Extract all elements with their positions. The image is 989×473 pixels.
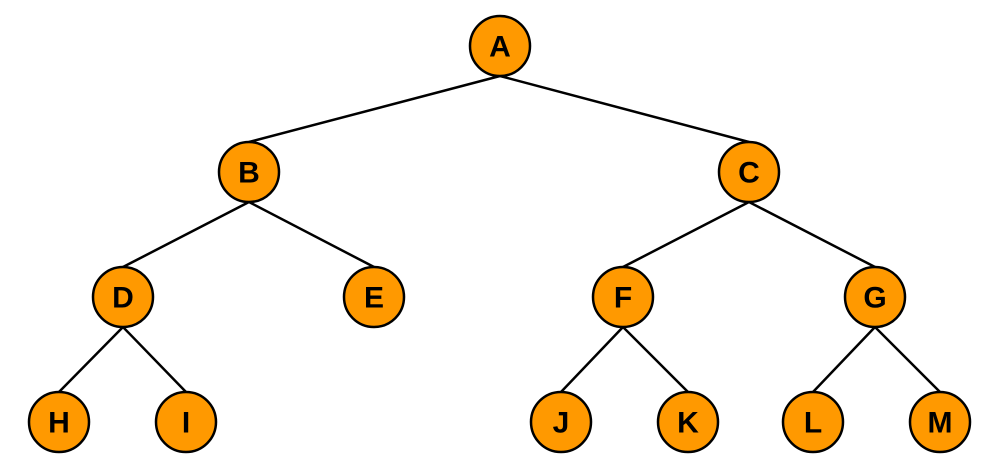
node-circle-k — [656, 390, 720, 454]
edge-d-i — [122, 326, 187, 393]
edge-c-f — [622, 200, 750, 269]
edge-f-j — [560, 326, 624, 393]
node-label-g: G — [863, 282, 886, 315]
tree-nodes: A B C D E F G H I J K L M — [27, 14, 972, 454]
node-circle-m — [908, 390, 972, 454]
node-circle-l — [781, 390, 845, 454]
node-label-l: L — [804, 407, 822, 440]
node-circle-d — [91, 265, 155, 329]
tree-node-b: B — [217, 140, 281, 204]
node-label-k: K — [677, 407, 699, 440]
tree-node-i: I — [154, 390, 218, 454]
node-label-h: H — [48, 407, 70, 440]
node-circle-f — [591, 265, 655, 329]
tree-node-g: G — [843, 265, 907, 329]
node-label-i: I — [182, 407, 190, 440]
node-circle-i — [154, 390, 218, 454]
node-label-d: D — [112, 282, 134, 315]
edge-g-m — [874, 326, 941, 393]
tree-node-k: K — [656, 390, 720, 454]
tree-node-h: H — [27, 390, 91, 454]
tree-node-e: E — [342, 265, 406, 329]
edge-b-e — [248, 200, 375, 269]
tree-edges — [58, 74, 941, 393]
node-label-m: M — [928, 407, 953, 440]
node-label-c: C — [738, 157, 760, 190]
tree-node-m: M — [908, 390, 972, 454]
node-label-f: F — [614, 282, 632, 315]
node-circle-h — [27, 390, 91, 454]
edge-a-c — [499, 74, 750, 144]
node-circle-g — [843, 265, 907, 329]
edge-b-d — [122, 200, 250, 269]
edge-f-k — [622, 326, 689, 393]
node-circle-e — [342, 265, 406, 329]
node-circle-a — [468, 14, 532, 78]
node-label-a: A — [489, 31, 511, 64]
tree-node-j: J — [529, 390, 593, 454]
tree-node-d: D — [91, 265, 155, 329]
tree-node-l: L — [781, 390, 845, 454]
node-label-e: E — [364, 282, 384, 315]
node-circle-c — [717, 140, 781, 204]
edge-c-g — [748, 200, 876, 269]
node-circle-b — [217, 140, 281, 204]
node-label-b: B — [238, 157, 260, 190]
node-label-j: J — [553, 407, 570, 440]
tree-node-c: C — [717, 140, 781, 204]
tree-node-a: A — [468, 14, 532, 78]
node-circle-j — [529, 390, 593, 454]
edge-a-b — [248, 74, 501, 144]
tree-node-f: F — [591, 265, 655, 329]
edge-d-h — [58, 326, 124, 393]
edge-g-l — [812, 326, 876, 393]
